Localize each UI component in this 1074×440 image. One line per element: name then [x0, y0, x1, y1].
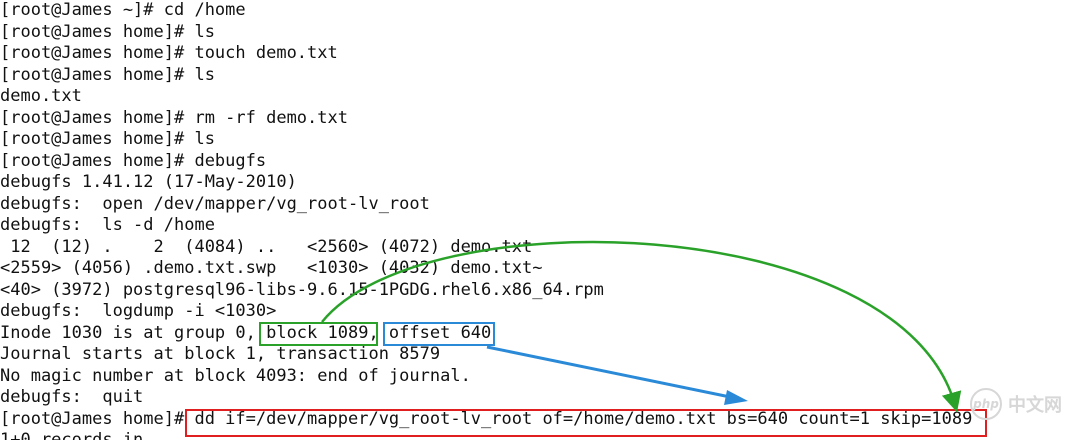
terminal-line: [root@James home]# debugfs	[0, 150, 267, 171]
terminal-line: <40> (3972) postgresql96-libs-9.6.15-1PG…	[0, 279, 604, 300]
dd-command-highlight-box	[185, 409, 987, 437]
terminal-line: debugfs: quit	[0, 387, 144, 407]
offset-highlight-box	[383, 322, 495, 346]
blue-arrow-head	[724, 390, 748, 405]
terminal-line: debugfs 1.41.12 (17-May-2010)	[0, 172, 297, 192]
terminal-line: [root@James home]# ls	[0, 21, 215, 42]
terminal-line: [root@James home]# ls	[0, 129, 215, 149]
terminal-line: No magic number at block 4093: end of jo…	[0, 365, 471, 386]
terminal-line: 1+0 records in	[0, 430, 144, 440]
terminal-line: [root@James home]# ls	[0, 64, 215, 85]
watermark: php 中文网	[970, 388, 1062, 420]
watermark-text: 中文网	[1008, 395, 1062, 416]
terminal-line: debugfs: logdump -i <1030>	[0, 301, 277, 321]
terminal-line: Journal starts at block 1, transaction 8…	[0, 344, 441, 364]
terminal-line: [root@James home]# rm -rf demo.txt	[0, 107, 348, 128]
block-highlight-box	[259, 322, 378, 346]
terminal-line: 12 (12) . 2 (4084) .. <2560> (4072) demo…	[0, 236, 533, 257]
terminal-line: debugfs: ls -d /home	[0, 215, 215, 235]
terminal-line: [root@James ~]# cd /home	[0, 0, 246, 20]
terminal-line: [root@James home]# dd if=/dev/mapper/vg_…	[0, 408, 973, 429]
terminal-line: <2559> (4056) .demo.txt.swp <1030> (4032…	[0, 258, 543, 278]
php-logo-icon: php	[970, 388, 1002, 420]
terminal-line: demo.txt	[0, 86, 82, 106]
terminal-line: debugfs: open /dev/mapper/vg_root-lv_roo…	[0, 193, 430, 214]
blue-arrow	[486, 345, 736, 400]
terminal-line: [root@James home]# touch demo.txt	[0, 43, 338, 63]
